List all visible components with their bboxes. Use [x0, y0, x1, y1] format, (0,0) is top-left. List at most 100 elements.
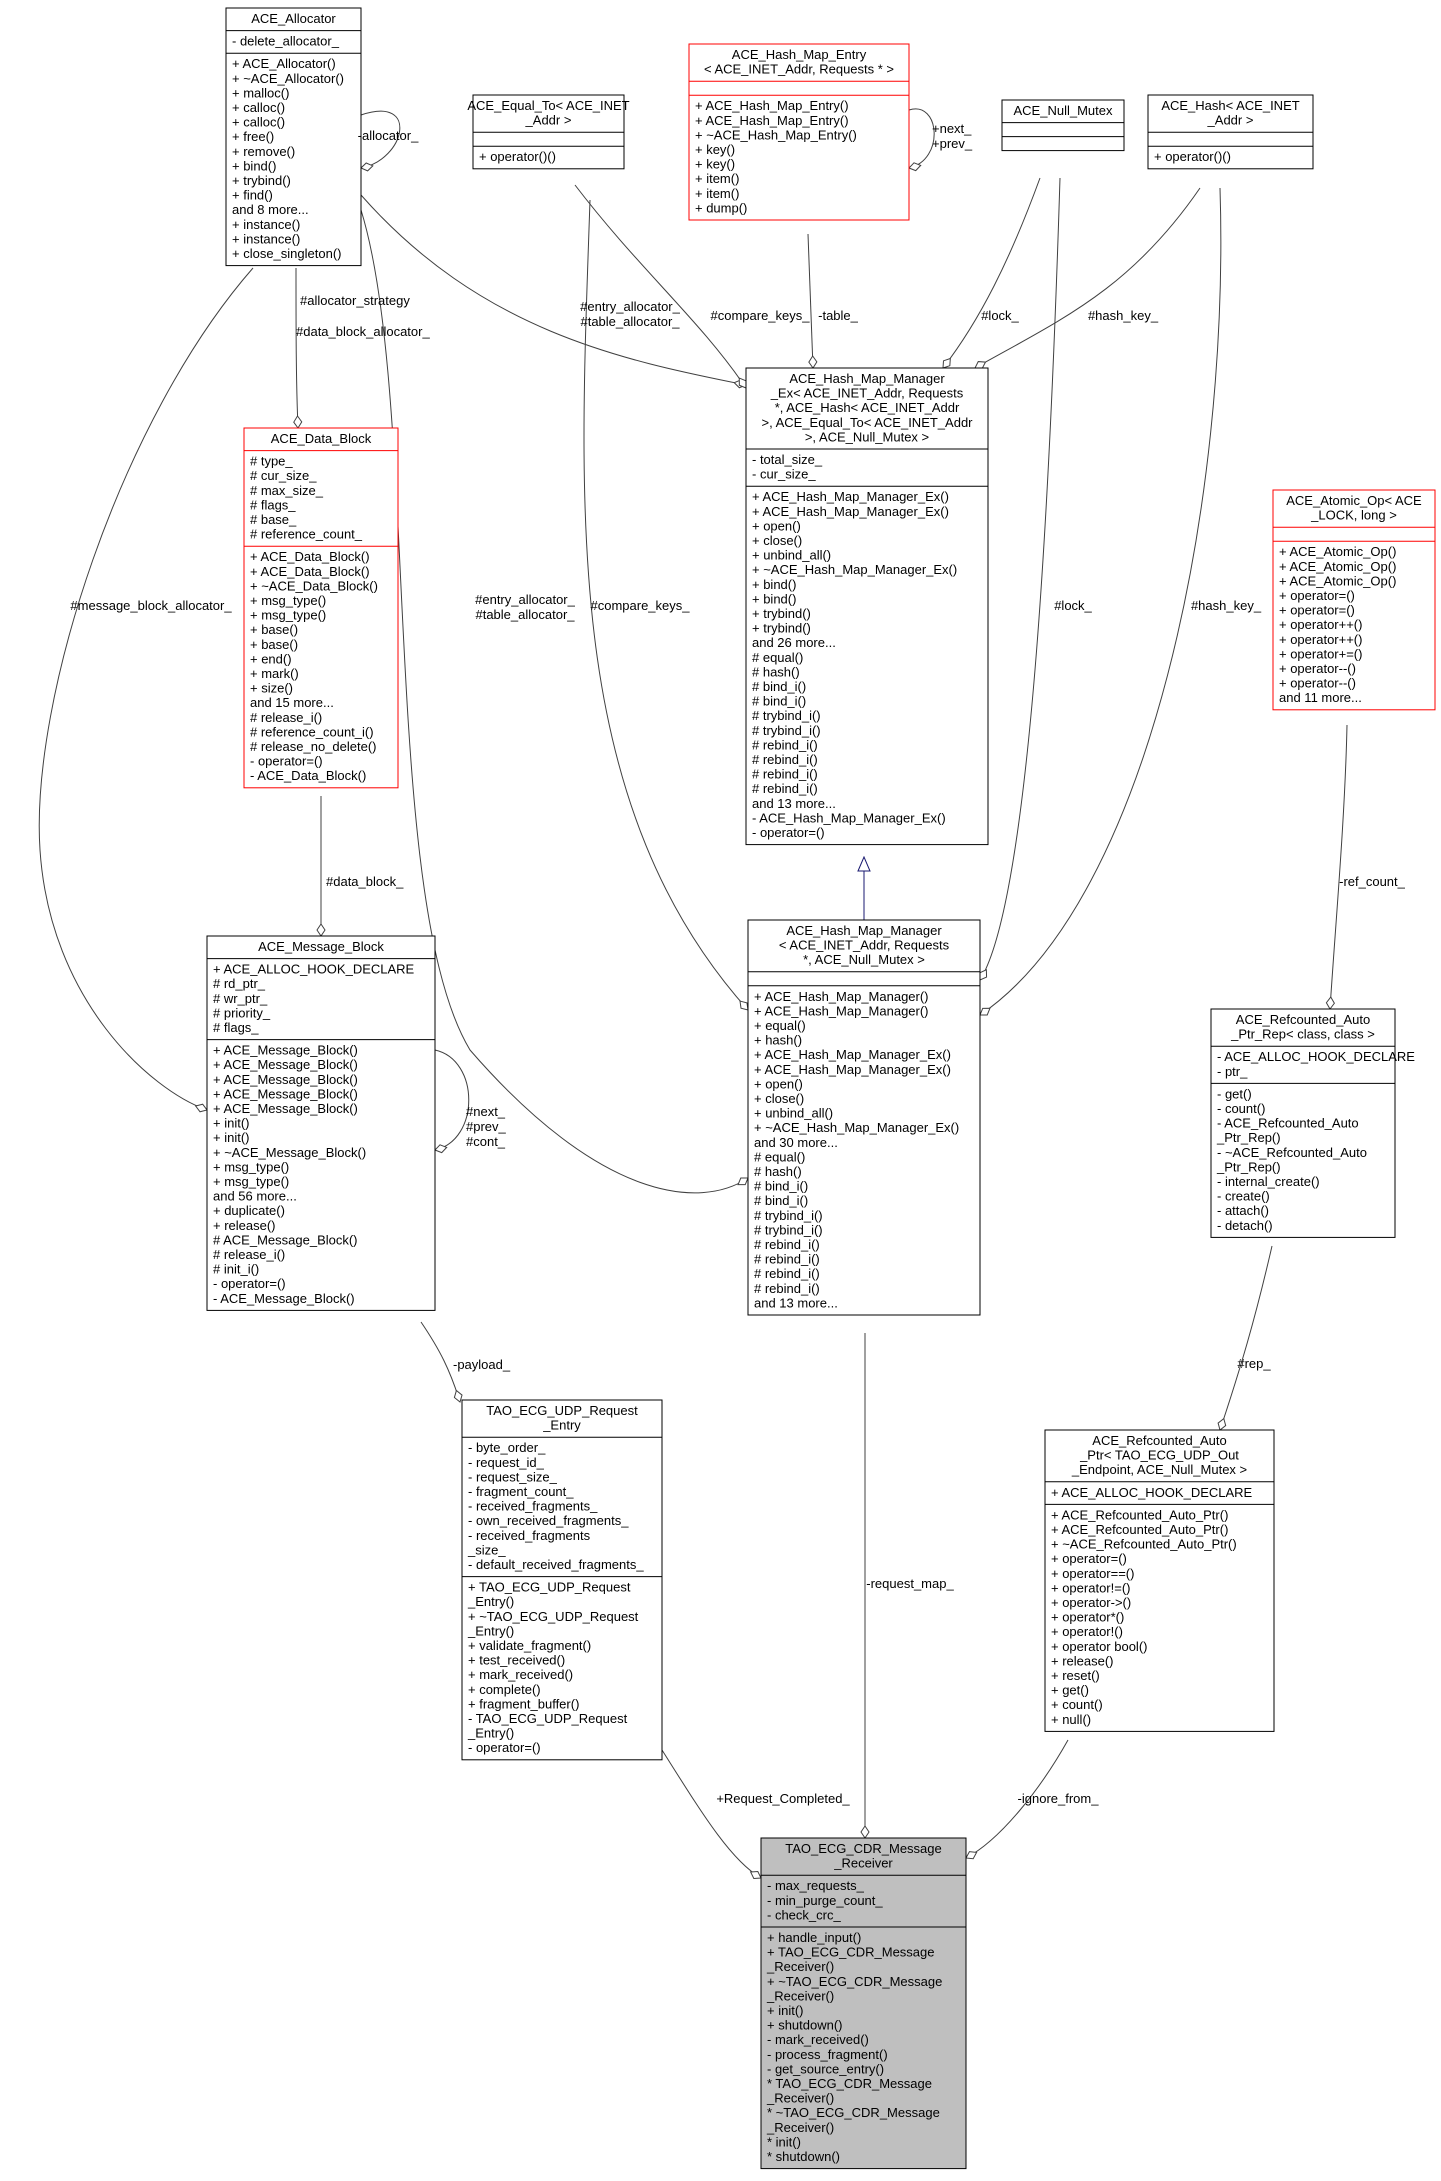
class-attribute: # priority_ [213, 1005, 271, 1020]
class-title: ACE_Message_Block [258, 939, 384, 954]
class-node-ace-atomic-op[interactable]: ACE_Atomic_Op< ACE_LOCK, long >+ ACE_Ato… [1272, 489, 1436, 711]
class-node-tao-ecg-cdr-message-receiver[interactable]: TAO_ECG_CDR_Message_Receiver- max_reques… [760, 1837, 967, 2170]
edge-label: -request_map_ [866, 1576, 954, 1591]
class-node-ace-hash-map-manager-ex[interactable]: ACE_Hash_Map_Manager_Ex< ACE_INET_Addr, … [745, 367, 989, 846]
class-operation: + handle_input() [767, 1930, 861, 1945]
class-operation: _Entry() [467, 1623, 514, 1638]
class-operation: - internal_create() [1217, 1174, 1320, 1189]
class-box [225, 7, 362, 267]
class-operation: and 13 more... [752, 796, 836, 811]
class-node-ace-refcounted-auto-ptr-rep[interactable]: ACE_Refcounted_Auto_Ptr_Rep< class, clas… [1210, 1008, 1415, 1238]
class-operation: + ~ACE_Hash_Map_Entry() [695, 127, 857, 142]
class-operation: + ACE_Data_Block() [250, 549, 370, 564]
class-operation: + remove() [232, 144, 295, 159]
class-operation: + null() [1051, 1712, 1091, 1727]
class-operation: + operator+=() [1279, 646, 1362, 661]
class-title: _LOCK, long > [1310, 508, 1397, 523]
class-operation: + release() [1051, 1653, 1114, 1668]
class-title: ACE_Hash< ACE_INET [1161, 98, 1299, 113]
association-edge [974, 187, 1201, 370]
class-node-ace-message-block[interactable]: ACE_Message_Block + ACE_ALLOC_HOOK_DECLAR… [206, 935, 436, 1311]
class-attribute: + ACE_ALLOC_HOOK_DECLARE [213, 962, 415, 977]
class-operation: + end() [250, 651, 292, 666]
class-operation: * init() [767, 2134, 801, 2149]
class-attribute: - min_purge_count_ [767, 1893, 883, 1908]
edge-label: #data_block_allocator_ [296, 324, 430, 339]
class-operation: + mark() [250, 666, 299, 681]
class-operation: + operator==() [1051, 1566, 1134, 1581]
class-attribute: - delete_allocator_ [232, 34, 340, 49]
class-box [745, 367, 989, 846]
class-operation: + duplicate() [213, 1203, 285, 1218]
class-operation: + ACE_Data_Block() [250, 564, 370, 579]
class-node-tao-ecg-udp-request-entry[interactable]: TAO_ECG_UDP_Request_Entry- byte_order_- … [461, 1399, 663, 1761]
class-attribute: # flags_ [250, 497, 296, 512]
association-edge [583, 199, 749, 1011]
class-operation: + item() [695, 186, 739, 201]
edge-label: +Request_Completed_ [716, 1791, 850, 1806]
edge-label: -table_ [818, 308, 859, 323]
class-operation: + init() [213, 1116, 249, 1131]
class-operation: + base() [250, 622, 298, 637]
edge-label: -ignore_from_ [1018, 1791, 1100, 1806]
class-operation: + ACE_Hash_Map_Entry() [695, 113, 849, 128]
class-operation: * ~TAO_ECG_CDR_Message [767, 2105, 940, 2120]
class-box [688, 43, 910, 221]
edge-label: -payload_ [453, 1357, 511, 1372]
class-box [1044, 1429, 1275, 1732]
class-operation: + dump() [695, 200, 747, 215]
class-title: ACE_Data_Block [271, 431, 372, 446]
class-operation: - detach() [1217, 1218, 1273, 1233]
class-operation: - operator=() [468, 1740, 541, 1755]
class-operation: - count() [1217, 1101, 1265, 1116]
class-title: *, ACE_Hash< ACE_INET_Addr [775, 400, 960, 415]
association-edge [1217, 1245, 1273, 1431]
class-node-ace-refcounted-auto-ptr[interactable]: ACE_Refcounted_Auto_Ptr< TAO_ECG_UDP_Out… [1044, 1429, 1275, 1732]
class-node-ace-hash-map-entry[interactable]: ACE_Hash_Map_Entry< ACE_INET_Addr, Reque… [688, 43, 910, 221]
association-edge [293, 267, 303, 429]
edge-label: -allocator_ [358, 128, 419, 143]
class-operation: + operator!=() [1051, 1580, 1131, 1595]
edge-label: #hash_key_ [1088, 308, 1159, 323]
edge-label: +prev_ [932, 136, 973, 151]
class-operation: + init() [213, 1130, 249, 1145]
class-operation: + operator()() [1154, 149, 1231, 164]
class-node-ace-hash-map-manager[interactable]: ACE_Hash_Map_Manager< ACE_INET_Addr, Req… [747, 919, 981, 1316]
class-title: < ACE_INET_Addr, Requests * > [704, 62, 894, 77]
class-title: ACE_Equal_To< ACE_INET [467, 98, 629, 113]
class-operation: and 26 more... [752, 635, 836, 650]
class-operation: + find() [232, 188, 273, 203]
class-node-ace-hash[interactable]: ACE_Hash< ACE_INET_Addr >+ operator()() [1147, 94, 1314, 170]
class-node-ace-equal-to[interactable]: ACE_Equal_To< ACE_INET_Addr >+ operator(… [467, 94, 630, 170]
class-operation: # rebind_i() [752, 781, 818, 796]
class-box [206, 935, 436, 1311]
class-operation: + key() [695, 142, 735, 157]
class-operation: # equal() [754, 1149, 805, 1164]
class-operation: + release() [213, 1218, 276, 1233]
class-operation: _Receiver() [766, 1959, 834, 1974]
class-operation: # rebind_i() [754, 1281, 820, 1296]
class-operation: + close_singleton() [232, 246, 341, 261]
class-operation: + ~TAO_ECG_CDR_Message [767, 1974, 942, 1989]
class-title: ACE_Refcounted_Auto [1092, 1433, 1226, 1448]
class-operation: + item() [695, 171, 739, 186]
edge-label: #lock_ [1054, 598, 1092, 613]
class-operation: + instance() [232, 231, 300, 246]
class-node-ace-null-mutex[interactable]: ACE_Null_Mutex [1001, 99, 1125, 152]
class-operation: + operator++() [1279, 632, 1362, 647]
class-operation: + close() [754, 1091, 804, 1106]
class-box [1210, 1008, 1396, 1238]
class-title: _Entry [542, 1418, 581, 1433]
class-attribute: _size_ [467, 1542, 506, 1557]
class-operation: - operator=() [250, 754, 323, 769]
class-operation: + ACE_Hash_Map_Manager_Ex() [752, 489, 949, 504]
class-node-ace-data-block[interactable]: ACE_Data_Block# type_# cur_size_# max_si… [243, 427, 399, 789]
class-operation: + hash() [754, 1033, 802, 1048]
class-operation: + operator=() [1051, 1551, 1127, 1566]
class-title: ACE_Allocator [251, 11, 336, 26]
class-attribute: - received_fragments [468, 1528, 591, 1543]
class-operation: # rebind_i() [754, 1237, 820, 1252]
class-operation: - create() [1217, 1189, 1270, 1204]
class-attribute: # type_ [250, 454, 293, 469]
class-node-ace-allocator[interactable]: ACE_Allocator- delete_allocator_+ ACE_Al… [225, 7, 362, 267]
